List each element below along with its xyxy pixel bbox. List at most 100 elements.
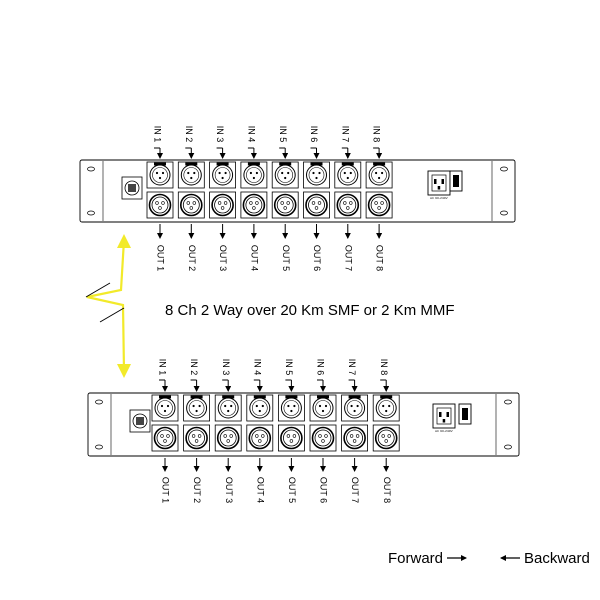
xlr-pin: [221, 176, 224, 180]
rack-mount-hole: [87, 166, 95, 172]
input-label-6: IN 6: [309, 126, 319, 143]
xlr-pin-socket: [317, 201, 322, 205]
output-label-1: OUT 1: [161, 477, 171, 503]
fiber-link-break-1: [85, 282, 111, 298]
xlr-latch-tab: [285, 395, 298, 399]
xlr-pin: [350, 404, 353, 408]
xlr-output-jack-icon: [216, 426, 240, 450]
output-label-8: OUT 8: [375, 245, 385, 271]
xlr-output-inner: [339, 196, 357, 214]
xlr-input-jack-icon: [154, 397, 176, 419]
input-label-6: IN 6: [316, 359, 326, 376]
input-label-8: IN 8: [372, 126, 382, 143]
xlr-pin: [218, 171, 221, 175]
xlr-output-inner: [188, 429, 206, 447]
xlr-output-jack-icon: [305, 193, 328, 217]
fiber-link-bolt: [86, 239, 126, 372]
xlr-pin-socket: [186, 201, 191, 205]
power-label: AC 90-240V: [430, 196, 449, 200]
power-pin: [441, 179, 444, 184]
xlr-pin: [198, 404, 201, 408]
xlr-pin-socket: [166, 434, 170, 438]
input-label-8: IN 8: [379, 359, 389, 376]
power-switch-rocker: [462, 408, 468, 420]
output-label-3: OUT 3: [218, 245, 228, 271]
xlr-pin-socket: [380, 201, 384, 205]
xlr-latch-tab: [154, 162, 166, 166]
xlr-latch-tab: [341, 162, 354, 166]
xlr-pin: [381, 171, 384, 175]
xlr-output-jack-icon: [211, 193, 234, 217]
xlr-output-inner: [182, 196, 200, 214]
input-label-2: IN 2: [189, 359, 199, 376]
xlr-output-jack-icon: [185, 426, 208, 450]
xlr-pin-socket: [229, 434, 233, 438]
xlr-pin: [161, 171, 165, 175]
xlr-output-inner: [251, 429, 269, 447]
xlr-pin: [343, 171, 346, 175]
xlr-latch-tab: [222, 395, 235, 399]
xlr-pin: [378, 176, 381, 180]
legend-backward-label: Backward: [524, 550, 590, 567]
xlr-output-jack-icon: [367, 193, 391, 217]
output-label-4: OUT 4: [255, 477, 265, 503]
xlr-pin: [249, 171, 252, 175]
xlr-input-inner: [378, 400, 395, 416]
xlr-pin-socket: [160, 434, 164, 438]
xlr-output-jack-icon: [242, 193, 266, 217]
output-label-6: OUT 6: [319, 477, 329, 503]
xlr-output-inner: [219, 429, 237, 447]
power-label: AC 90-240V: [435, 429, 454, 433]
xlr-pin-socket: [258, 439, 262, 443]
xlr-pin: [318, 171, 321, 175]
xlr-input-inner: [188, 400, 205, 416]
xlr-pin-socket: [311, 201, 316, 205]
xlr-input-inner: [152, 167, 168, 183]
xlr-input-inner: [371, 167, 387, 183]
xlr-pin: [166, 404, 170, 408]
xlr-pin-socket: [197, 434, 202, 438]
legend-forward-label: Forward: [388, 550, 443, 567]
xlr-pin-socket: [194, 439, 199, 443]
input-label-1: IN 1: [153, 126, 163, 143]
rack-mount-hole: [504, 399, 512, 405]
power-pin: [434, 179, 437, 184]
input-label-2: IN 2: [184, 126, 194, 143]
input-label-5: IN 5: [284, 359, 294, 376]
xlr-input-inner: [308, 167, 325, 183]
xlr-pin: [353, 409, 356, 413]
xlr-pin: [356, 404, 359, 408]
xlr-pin-socket: [261, 434, 265, 438]
xlr-pin-socket: [384, 439, 388, 443]
xlr-pin: [187, 171, 190, 175]
xlr-pin: [224, 171, 227, 175]
xlr-pin: [382, 404, 385, 408]
xlr-input-inner: [214, 167, 231, 183]
legend: Forward Backward: [388, 550, 590, 567]
xlr-pin: [255, 171, 258, 175]
xlr-pin-socket: [377, 206, 381, 210]
xlr-pin-socket: [189, 206, 194, 210]
xlr-input-inner: [157, 400, 173, 416]
output-label-3: OUT 3: [224, 477, 234, 503]
xlr-output-inner: [151, 196, 169, 214]
xlr-pin: [385, 409, 388, 413]
xlr-pin: [193, 171, 196, 175]
xlr-input-jack-icon: [306, 164, 327, 186]
xlr-pin: [284, 176, 287, 180]
xlr-latch-tab: [253, 395, 266, 399]
xlr-latch-tab: [380, 395, 393, 399]
xlr-latch-tab: [185, 162, 198, 166]
rack-mount-hole: [87, 210, 95, 216]
xlr-pin: [195, 409, 198, 413]
xlr-output-inner: [314, 429, 332, 447]
xlr-pin-socket: [158, 206, 162, 210]
xlr-latch-tab: [310, 162, 323, 166]
power-pin: [446, 412, 449, 417]
xlr-latch-tab: [190, 395, 203, 399]
xlr-latch-tab: [373, 162, 386, 166]
xlr-pin: [321, 409, 325, 413]
